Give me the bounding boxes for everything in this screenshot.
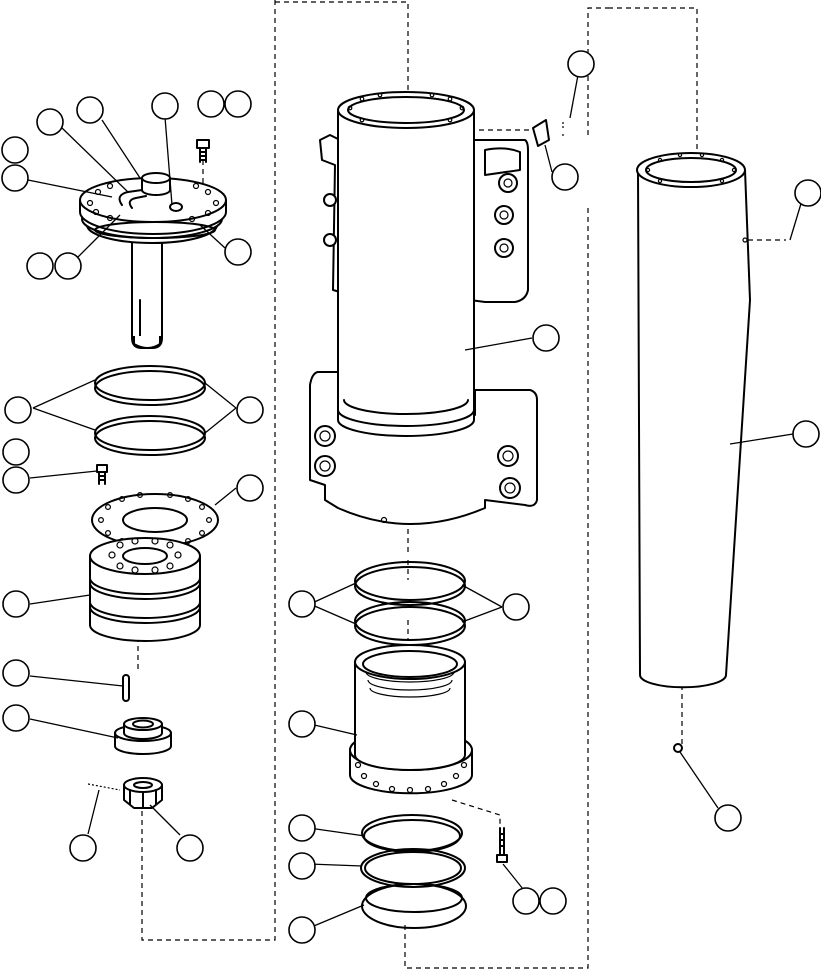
threaded-gland — [349, 644, 473, 795]
pin — [122, 674, 130, 702]
castle-nut — [123, 777, 163, 809]
grease-fitting — [532, 119, 564, 147]
leader-lines — [27, 74, 804, 929]
piston-stack — [89, 537, 201, 642]
flange-bolt-holes — [86, 182, 220, 223]
gland-bolt — [496, 827, 508, 863]
cotter-pin — [87, 783, 121, 791]
gasket-plate — [91, 492, 219, 548]
tube-plug — [673, 743, 683, 753]
small-bolt — [96, 464, 108, 485]
callout-balloons — [1, 50, 821, 944]
bolt-top — [196, 139, 210, 163]
bushing — [114, 717, 172, 755]
outer-tube — [636, 152, 751, 689]
housing-body — [309, 91, 538, 525]
lower-rings — [360, 814, 467, 929]
shaft-flange-assembly — [79, 172, 227, 349]
grouping-dashed-lines — [137, 0, 786, 969]
center-seal-rings — [354, 561, 466, 646]
seal-rings — [94, 365, 206, 456]
